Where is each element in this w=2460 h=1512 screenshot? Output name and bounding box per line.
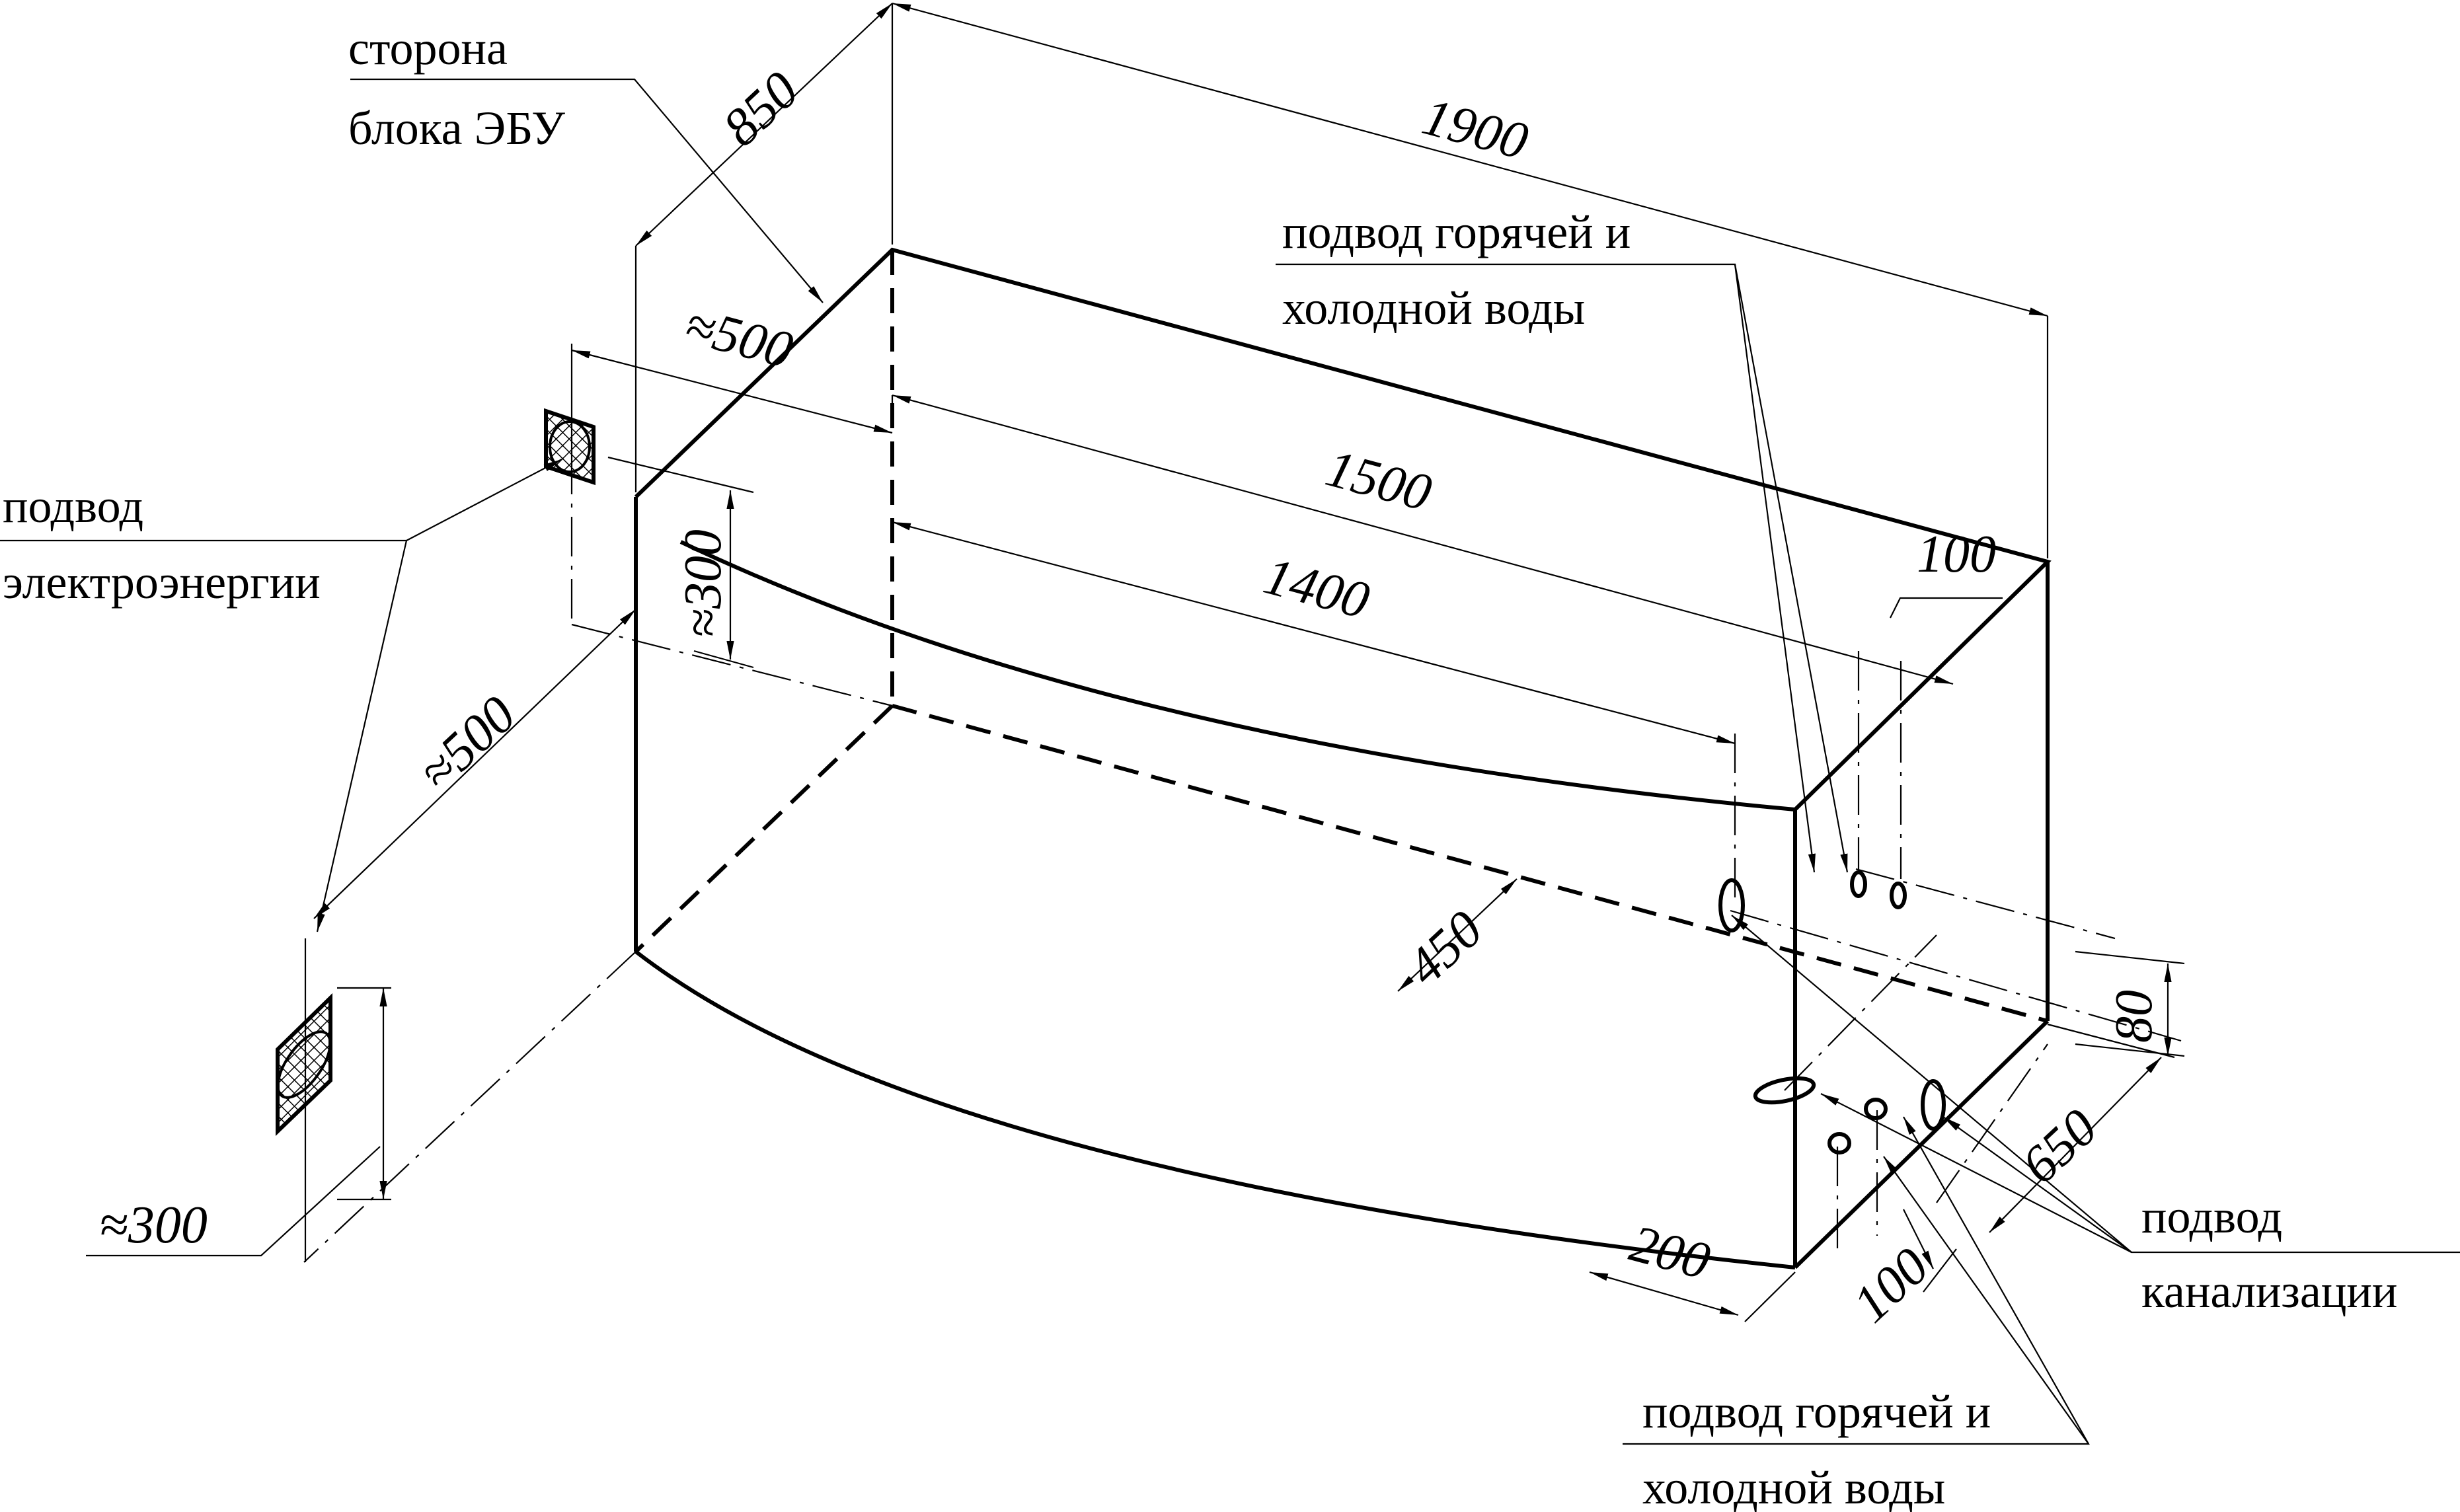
label-texts: сторона блока ЭБУ подвод электроэнергии … xyxy=(3,22,2397,1512)
dim-socket-height-top: ≈300 xyxy=(674,529,732,638)
label-power-2: электроэнергии xyxy=(3,556,321,609)
drain-outlet-front xyxy=(1718,878,1745,932)
bathtub-hidden-edges xyxy=(634,250,2048,1023)
label-sewer-1: подвод xyxy=(2141,1190,2282,1243)
label-water-bottom-1: подвод горячей и xyxy=(1642,1385,1991,1438)
dim-650: 650 xyxy=(2011,1098,2108,1195)
dim-socket-offset-500: ≈500 xyxy=(408,685,527,802)
pipe-outlets xyxy=(1718,870,1946,1154)
dim-1400: 1400 xyxy=(1258,547,1375,630)
label-water-top-2: холодной воды xyxy=(1282,282,1585,334)
dim-100-top: 100 xyxy=(1917,525,1996,584)
dimension-lines xyxy=(0,2,2460,1445)
water-outlet-bottom-2 xyxy=(1827,1132,1851,1154)
bathtub-outline xyxy=(634,247,2052,1269)
label-ecu-side-2: блока ЭБУ xyxy=(348,102,565,155)
power-socket-hatched-icon xyxy=(544,408,596,486)
drain-outlet-bottom xyxy=(1753,1076,1816,1105)
water-outlet-bottom-1 xyxy=(1864,1098,1888,1120)
power-socket-hatched-icon xyxy=(276,993,332,1137)
drain-outlet-side xyxy=(1921,1079,1946,1131)
label-sewer-2: канализации xyxy=(2141,1265,2397,1318)
dim-200: 200 xyxy=(1624,1214,1716,1291)
label-power-1: подвод xyxy=(3,480,143,533)
dim-socket-height-bottom: ≈300 xyxy=(99,1196,208,1254)
water-outlet-top-1 xyxy=(1850,870,1867,898)
label-water-bottom-2: холодной воды xyxy=(1642,1461,1945,1512)
center-lines xyxy=(303,455,2182,1263)
dim-ecu-500: ≈500 xyxy=(679,295,798,379)
water-outlet-top-2 xyxy=(1890,882,1907,909)
label-water-top-1: подвод горячей и xyxy=(1282,206,1631,258)
dim-80: 80 xyxy=(2105,990,2163,1043)
label-ecu-side-1: сторона xyxy=(348,22,508,75)
dimension-texts: 1900 850 ≈500 1500 1400 ≈300 ≈500 100 45… xyxy=(99,61,2163,1334)
dim-850: 850 xyxy=(712,61,810,157)
dim-1500: 1500 xyxy=(1320,439,1437,522)
extension-lines xyxy=(304,3,2185,1322)
dim-1900: 1900 xyxy=(1416,87,1533,170)
